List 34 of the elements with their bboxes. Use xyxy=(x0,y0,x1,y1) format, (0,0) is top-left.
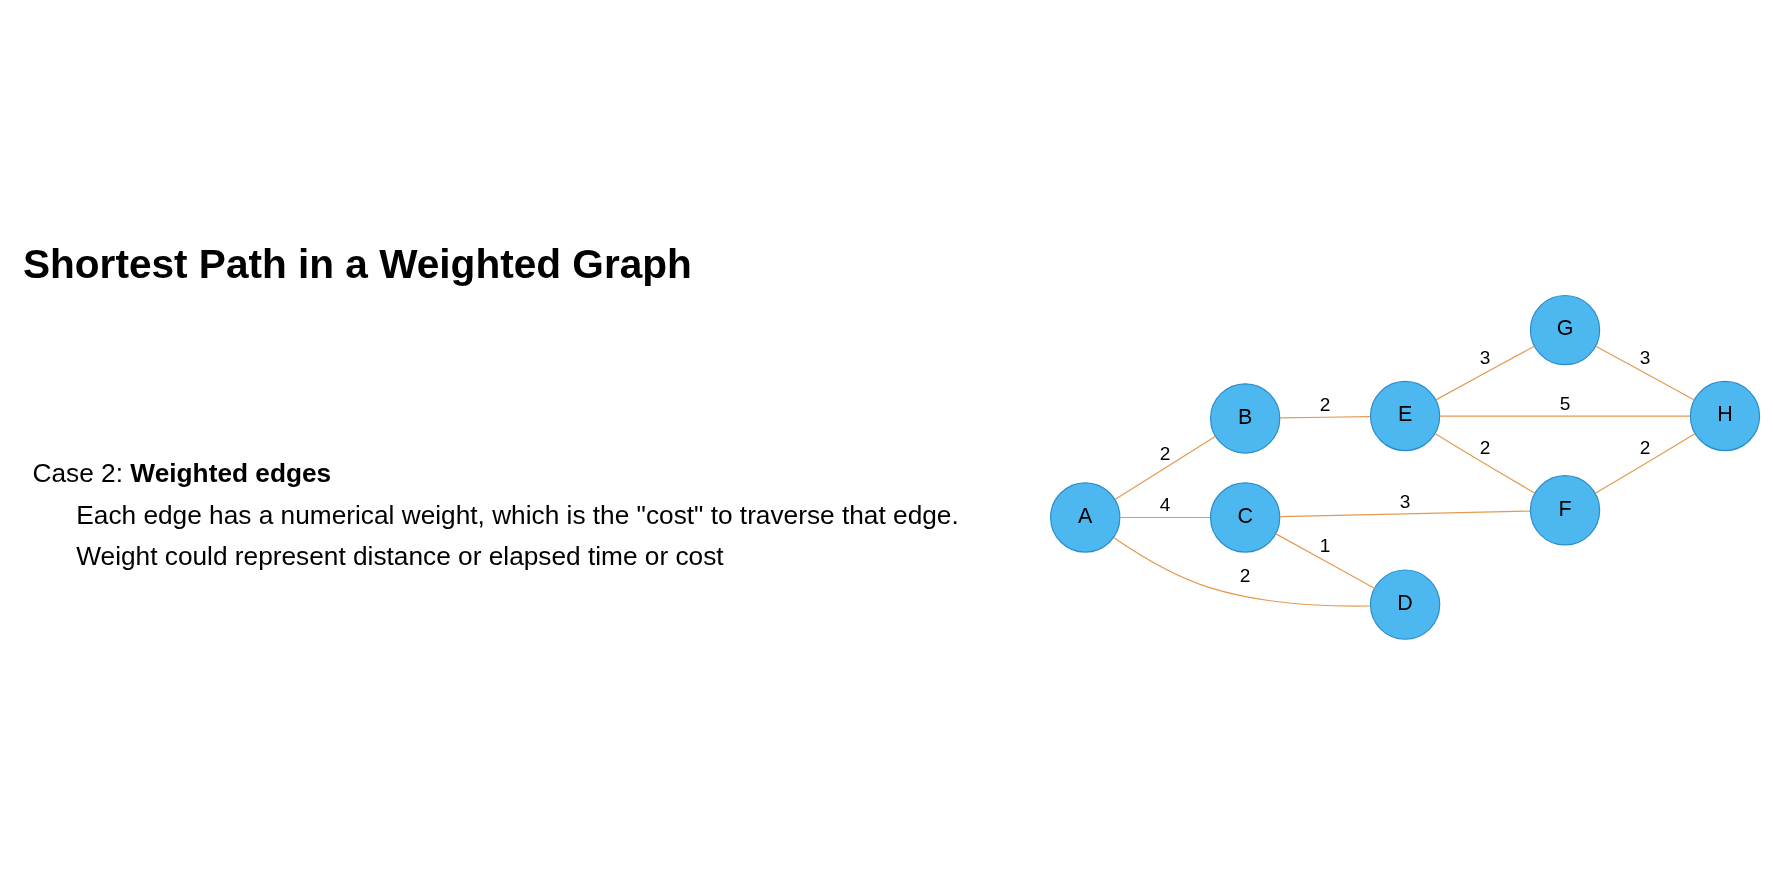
connector xyxy=(1595,345,1695,401)
node-circle: F xyxy=(1529,474,1601,546)
label: Each edge has a numerical weight, which is the "cost" to traverse that edge. xyxy=(76,499,959,530)
edge-label: 3 xyxy=(1639,346,1651,368)
connector xyxy=(1439,414,1691,417)
edge-label: 2 xyxy=(1159,442,1171,464)
connector xyxy=(1594,432,1696,494)
connector xyxy=(1434,432,1536,494)
label: Weight could represent distance or elapsed time or cost xyxy=(76,540,724,571)
connector xyxy=(1114,435,1216,500)
edge-label: 3 xyxy=(1399,490,1411,512)
edge-label: 2 xyxy=(1319,393,1331,415)
edge-label: 5 xyxy=(1559,392,1571,414)
edge-label: 1 xyxy=(1319,534,1331,556)
node-circle: A xyxy=(1050,481,1121,553)
node-circle: D xyxy=(1369,568,1441,640)
edge-label: 2 xyxy=(1479,436,1491,458)
node-circle: G xyxy=(1529,294,1601,365)
connector xyxy=(1279,415,1371,418)
connector xyxy=(1275,532,1375,589)
edge-label: 3 xyxy=(1479,346,1491,368)
edge-label: 2 xyxy=(1239,564,1251,586)
node-circle: E xyxy=(1369,380,1441,451)
connector xyxy=(1119,516,1211,518)
label: Case 2: Weighted edges xyxy=(32,457,332,488)
connector xyxy=(1113,536,1371,607)
connector xyxy=(1435,345,1535,400)
node-circle: H xyxy=(1689,380,1761,451)
node-circle: C xyxy=(1209,481,1281,553)
edge-label: 4 xyxy=(1159,493,1171,515)
edge-label: 2 xyxy=(1639,436,1651,458)
diagram-title: Shortest Path in a Weighted Graph xyxy=(22,240,692,287)
node-circle: B xyxy=(1209,382,1281,454)
connector xyxy=(1279,510,1531,517)
